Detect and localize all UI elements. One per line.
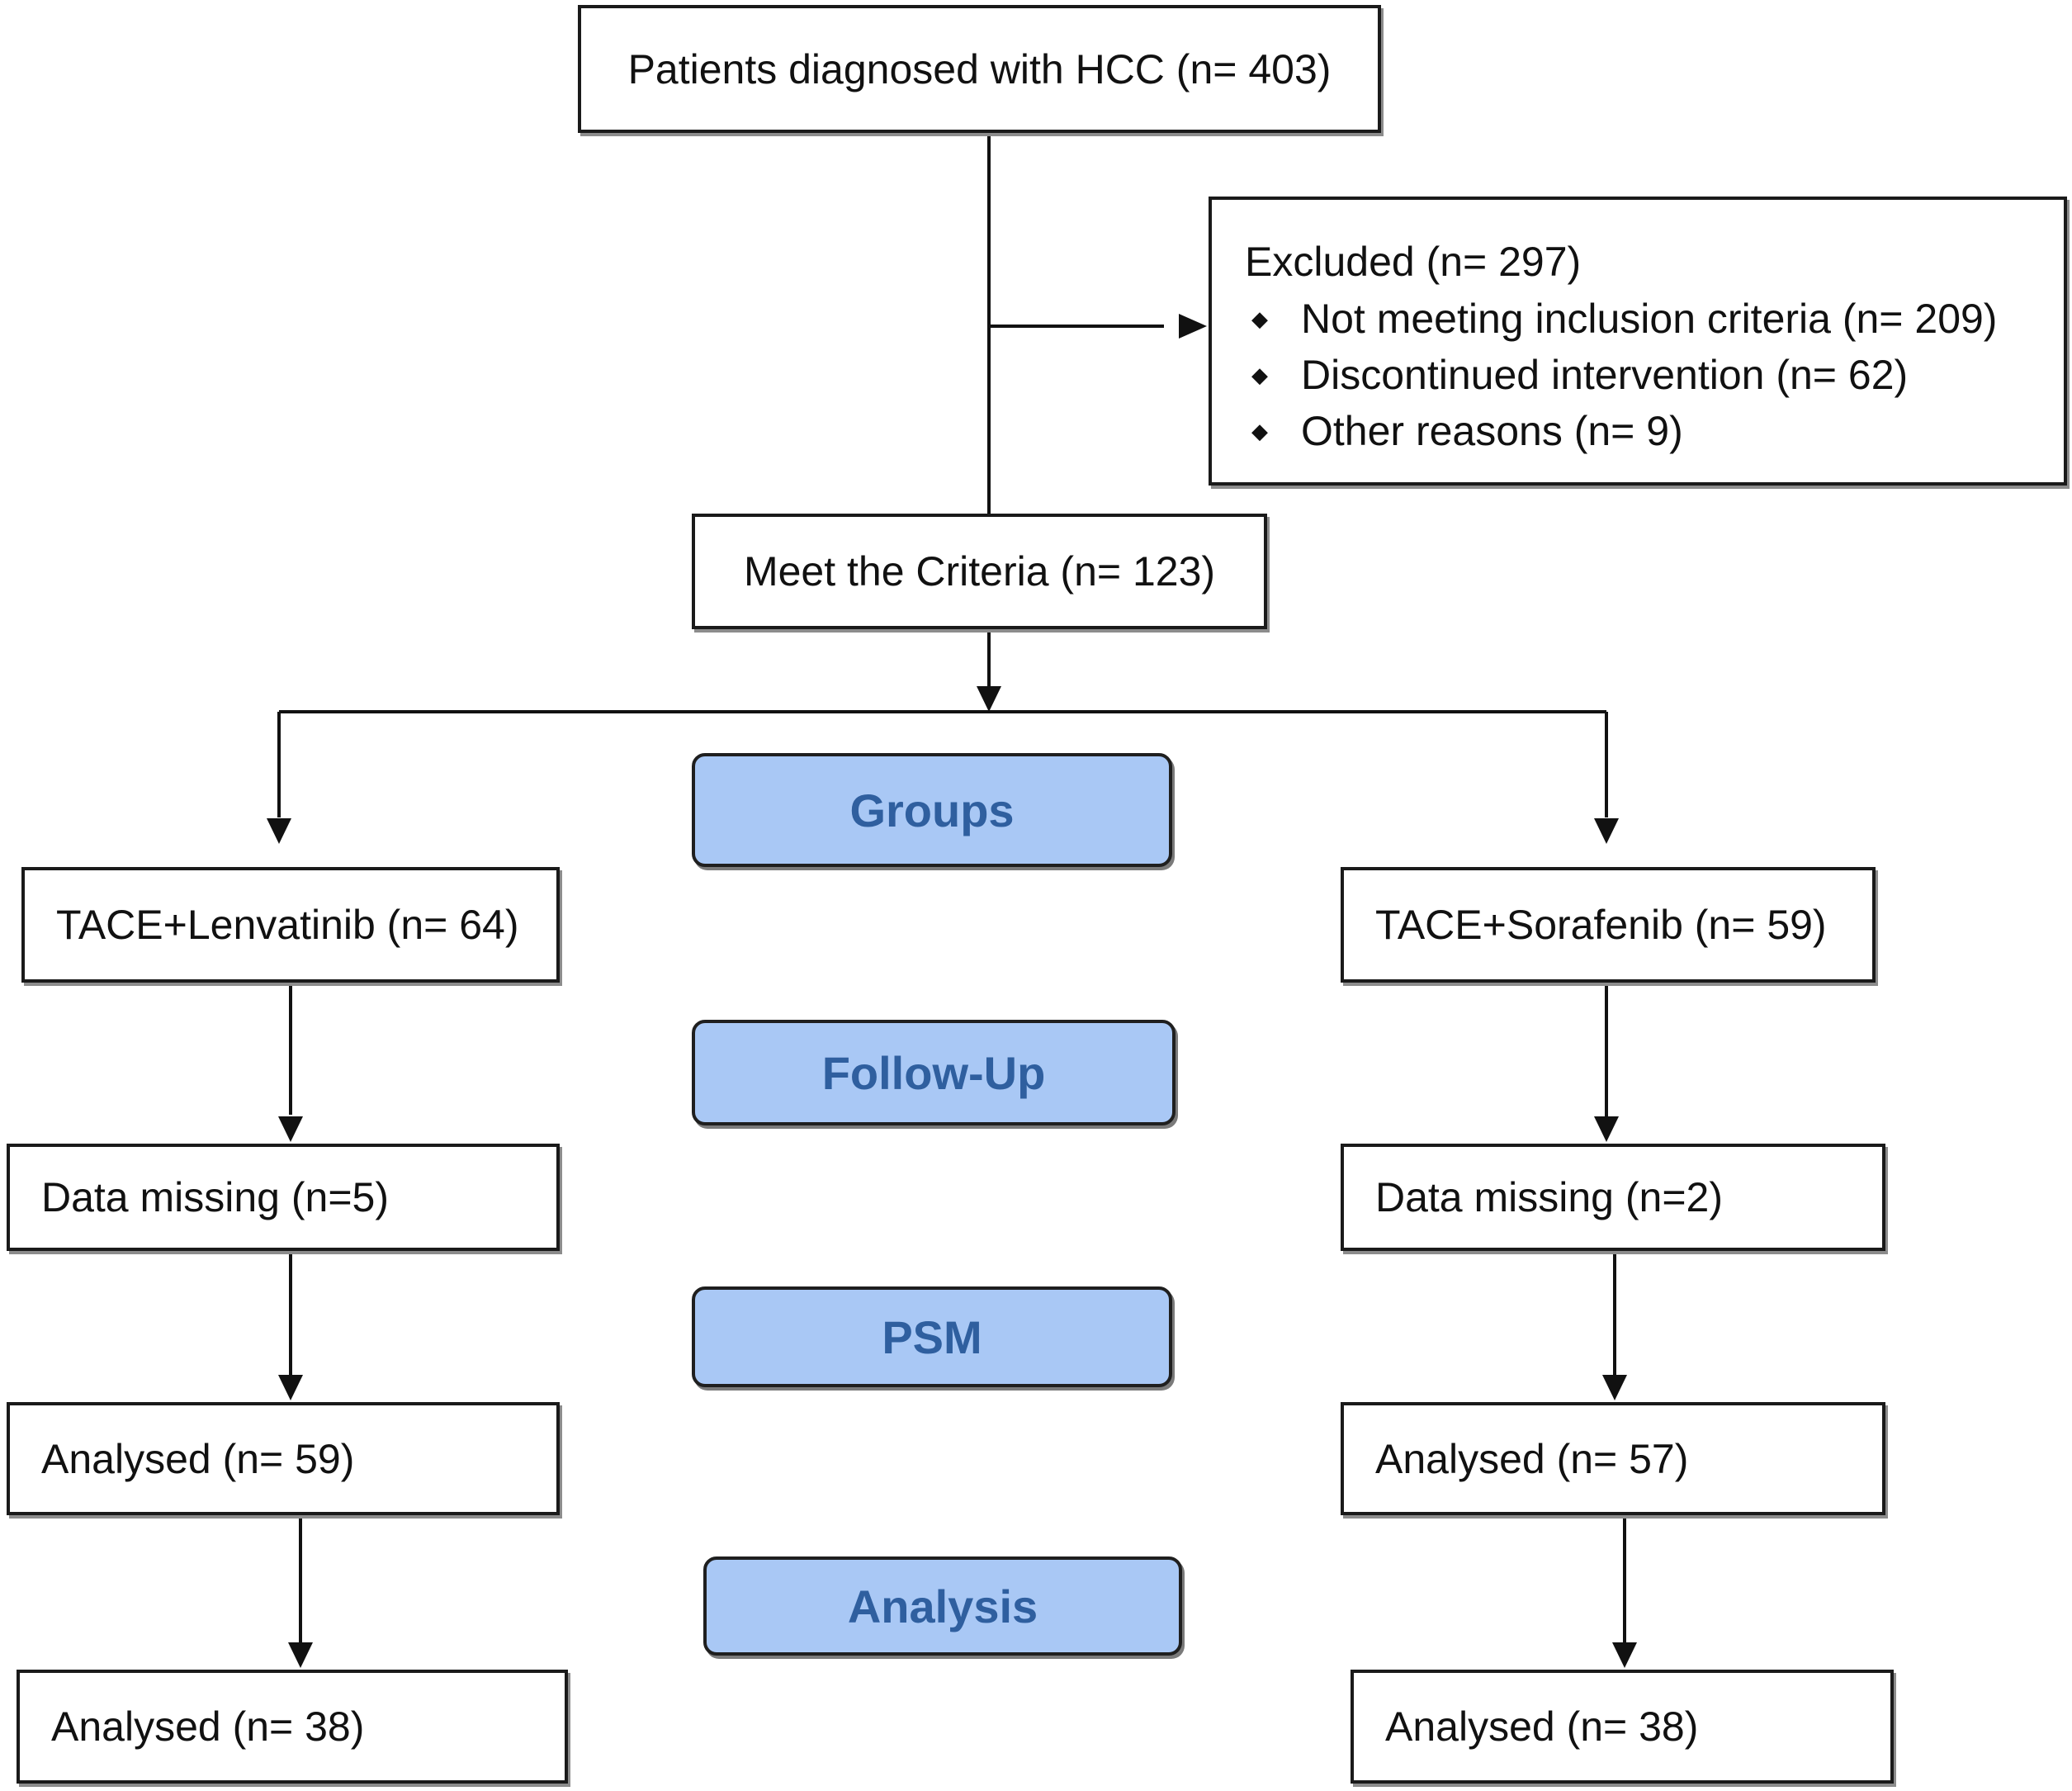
left-branch-arrowhead [267,818,291,844]
stage-analysis-label: Analysis [703,1556,1182,1656]
right-analysed-label: Analysed (n= 57) [1375,1435,1689,1482]
right-group-label: TACE+Sorafenib (n= 59) [1375,902,1827,948]
left-psm-arrowhead [288,1642,313,1668]
stage-follow-up-label: Follow-Up [692,1020,1176,1125]
exclusion-reason-label: Not meeting inclusion criteria (n= 209) [1301,296,1998,342]
right-analysed-arrowhead [1602,1375,1627,1400]
exclusion-reason-item: ◆ Other reasons (n= 9) [1245,403,2064,459]
meet-criteria-box: Meet the Criteria (n= 123) [692,514,1267,629]
exclusion-reason-label: Other reasons (n= 9) [1301,408,1683,454]
exclusion-reason-item: ◆ Discontinued intervention (n= 62) [1245,347,2064,403]
exclusion-reason-label: Discontinued intervention (n= 62) [1301,352,1909,398]
diamond-bullet-icon: ◆ [1251,306,1268,331]
criteria-arrowhead [977,686,1001,712]
right-psm-arrowhead [1612,1642,1637,1668]
excluded-box: Excluded (n= 297) ◆ Not meeting inclusio… [1209,197,2067,486]
diamond-bullet-icon: ◆ [1251,362,1268,387]
diagnosed-label: Patients diagnosed with HCC (n= 403) [627,45,1332,92]
exclusion-reason-item: ◆ Not meeting inclusion criteria (n= 209… [1245,291,2064,347]
right-missing-label: Data missing (n=2) [1375,1174,1723,1220]
exclusion-arrowhead [1179,314,1207,339]
right-missing-box: Data missing (n=2) [1341,1144,1885,1251]
left-analysed-box: Analysed (n= 59) [7,1402,560,1515]
meet-criteria-label: Meet the Criteria (n= 123) [743,548,1216,595]
left-analysed-psm-label: Analysed (n= 38) [51,1703,365,1750]
stage-psm-label: PSM [692,1286,1172,1387]
right-analysed-psm-box: Analysed (n= 38) [1351,1670,1894,1784]
left-missing-label: Data missing (n=5) [41,1174,389,1220]
left-missing-arrowhead [278,1116,303,1142]
right-analysed-psm-label: Analysed (n= 38) [1385,1703,1699,1750]
left-group-box: TACE+Lenvatinib (n= 64) [21,867,560,983]
left-analysed-arrowhead [278,1375,303,1400]
right-group-box: TACE+Sorafenib (n= 59) [1341,867,1876,983]
exclusion-reasons-list: ◆ Not meeting inclusion criteria (n= 209… [1245,291,2064,459]
left-group-label: TACE+Lenvatinib (n= 64) [56,902,519,948]
left-analysed-psm-box: Analysed (n= 38) [17,1670,568,1784]
stage-groups-label: Groups [692,753,1172,867]
diagnosed-box: Patients diagnosed with HCC (n= 403) [578,5,1381,133]
right-missing-arrowhead [1594,1116,1619,1142]
diamond-bullet-icon: ◆ [1251,419,1268,443]
left-analysed-label: Analysed (n= 59) [41,1435,355,1482]
right-branch-arrowhead [1594,818,1619,844]
excluded-title: Excluded (n= 297) [1245,239,1582,285]
right-analysed-box: Analysed (n= 57) [1341,1402,1885,1515]
left-missing-box: Data missing (n=5) [7,1144,560,1251]
